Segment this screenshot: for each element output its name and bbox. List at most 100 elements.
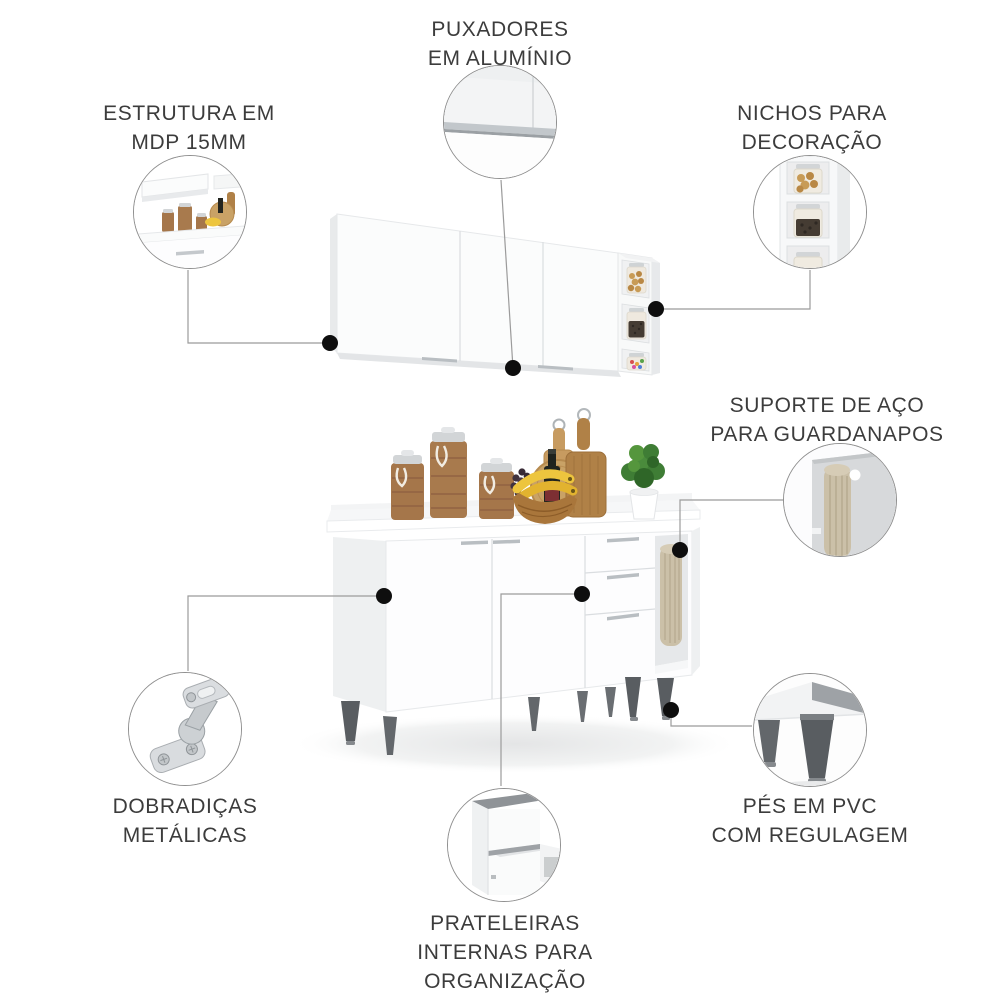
drawer-gap xyxy=(584,567,656,574)
aluminium-handle xyxy=(444,122,556,136)
label-line: PÉS EM PVC xyxy=(742,795,878,818)
niche-detail-drawing xyxy=(754,156,866,268)
connector-lines xyxy=(187,179,811,786)
callout-circle-dobradicas xyxy=(128,672,242,786)
fruit-bowl xyxy=(510,468,578,524)
pvc-leg xyxy=(758,720,780,762)
label-line: PARA GUARDANAPOS xyxy=(710,423,944,446)
handle-detail-drawing xyxy=(444,66,556,178)
wood-canister xyxy=(391,450,424,520)
metal-hinge xyxy=(149,676,231,774)
shelf-front-edge xyxy=(488,844,540,856)
door-handle xyxy=(422,357,457,363)
bowl xyxy=(513,493,577,524)
wood-canister xyxy=(430,427,467,518)
leg xyxy=(577,691,588,722)
connector-suporte xyxy=(679,499,783,550)
door-handle xyxy=(493,539,520,544)
callout-label-pes: PÉS EM PVC COM REGULAGEM xyxy=(712,792,909,850)
connector-pes xyxy=(670,710,752,727)
screw xyxy=(186,692,197,703)
rope xyxy=(435,445,448,468)
callout-circle-suporte xyxy=(783,443,897,557)
door-handle xyxy=(538,365,573,371)
wood-canister xyxy=(479,458,514,519)
label-line: SUPORTE DE AÇO xyxy=(729,394,925,417)
leg xyxy=(625,677,641,717)
steel-rod-end xyxy=(849,469,861,481)
structure-detail-drawing xyxy=(134,156,246,268)
dot-pes xyxy=(663,702,679,718)
pvc-leg xyxy=(800,716,834,778)
label-line: METÁLICAS xyxy=(122,824,248,847)
label-line: COM REGULAGEM xyxy=(711,824,909,847)
callout-circle-estrutura xyxy=(133,155,247,269)
leg-foot xyxy=(630,717,638,721)
label-line: ORGANIZAÇÃO xyxy=(424,970,586,993)
base-right-side xyxy=(692,527,700,675)
potted-plant xyxy=(621,444,665,520)
rope xyxy=(395,467,408,488)
base-front xyxy=(385,530,693,713)
label-line: PUXADORES xyxy=(431,18,569,41)
plant-pot xyxy=(629,491,659,520)
mini-jar xyxy=(178,206,192,232)
cookie-jar xyxy=(626,263,647,294)
connector-dobradicas xyxy=(187,595,384,671)
label-line: DOBRADIÇAS xyxy=(112,795,258,818)
leg xyxy=(528,697,540,731)
mini-jar xyxy=(196,216,207,232)
callout-label-suporte: SUPORTE DE AÇO PARA GUARDANAPOS xyxy=(710,391,943,449)
drawer-handle xyxy=(607,573,639,580)
door-handle xyxy=(461,540,488,545)
mini-bananas xyxy=(205,217,221,227)
leg xyxy=(657,678,674,716)
leg-foot xyxy=(346,741,355,745)
dot-nichos xyxy=(648,301,664,317)
label-line: NICHOS PARA xyxy=(737,102,887,125)
niche-shelf xyxy=(655,660,688,674)
pepper-jar xyxy=(626,308,647,340)
banana xyxy=(515,480,578,503)
niche-top xyxy=(618,253,660,263)
callout-label-nichos: NICHOS PARA DECORAÇÃO xyxy=(737,99,887,157)
floor-shadow xyxy=(290,714,740,774)
callout-circle-nichos xyxy=(753,155,867,269)
mini-bottle xyxy=(218,198,223,213)
connector-puxadores xyxy=(500,179,514,369)
label-line: EM ALUMÍNIO xyxy=(427,47,573,70)
drawer-handle xyxy=(607,537,639,543)
internal-shelves-detail-drawing xyxy=(448,789,560,901)
hinge-detail-drawing xyxy=(129,673,241,785)
callout-label-estrutura: ESTRUTURA EM MDP 15MM xyxy=(103,99,275,157)
dot-dobradicas xyxy=(376,588,392,604)
drawer-handle xyxy=(607,613,639,621)
connector-prateleiras xyxy=(500,593,582,786)
leg xyxy=(341,701,360,741)
napkin-support-detail-drawing xyxy=(784,444,896,556)
connector-nichos xyxy=(656,270,811,310)
callout-label-dobradicas: DOBRADIÇAS METÁLICAS xyxy=(113,792,258,850)
label-line: ESTRUTURA EM xyxy=(103,102,275,125)
candy-jar xyxy=(626,353,647,371)
mini-hinge xyxy=(491,875,496,879)
mini-jar xyxy=(162,212,174,232)
dot-puxadores xyxy=(505,360,521,376)
callout-circle-pes xyxy=(753,673,867,787)
dot-estrutura xyxy=(322,335,338,351)
bottom-underside xyxy=(812,682,866,714)
callout-dots xyxy=(322,301,688,718)
callout-label-prateleiras: PRATELEIRAS INTERNAS PARA ORGANIZAÇÃO xyxy=(417,909,592,996)
wall-cabinet-underside xyxy=(337,353,621,377)
mini-handle xyxy=(176,250,204,256)
napkin-towel xyxy=(824,466,851,556)
napkin-niche xyxy=(655,534,688,674)
cabinet-legs xyxy=(341,677,674,755)
candy-jar xyxy=(793,256,823,268)
callout-circle-prateleiras xyxy=(447,788,561,902)
connector-estrutura xyxy=(187,270,330,344)
base-cabinet xyxy=(290,493,740,774)
dot-suporte xyxy=(672,542,688,558)
